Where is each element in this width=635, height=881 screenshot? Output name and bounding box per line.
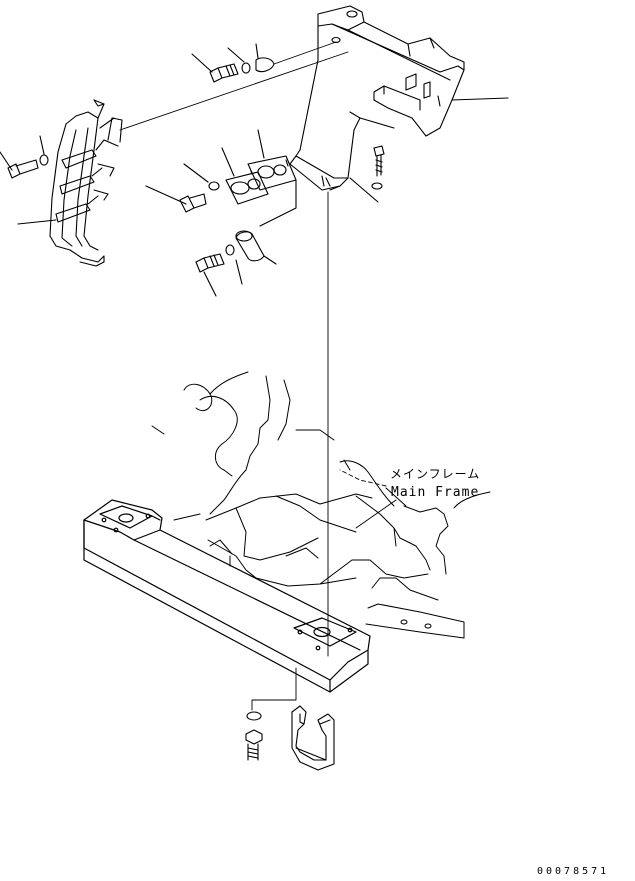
ladder [18,100,122,266]
mid-bolt-set [146,164,219,212]
machine-background-outline [152,372,490,638]
lower-bolt [246,712,262,760]
main-frame-beam [84,500,370,692]
bracket-bolt [350,146,384,202]
drawing-number: 00078571 [537,866,610,877]
ladder-reference-line [120,52,348,130]
gasket-plates [222,130,296,226]
spacer-bolt-set [196,231,276,296]
lower-reference-line [252,668,296,710]
main-frame-leader [340,470,386,486]
top-bolt-set [192,42,336,82]
step-support-bracket [290,6,508,190]
ladder-bolt [0,136,48,178]
lower-step [292,706,334,770]
main-frame-label-en: Main Frame [391,485,480,500]
main-frame-arrow [356,500,396,528]
main-frame-label-jp: メインフレーム [390,467,481,481]
